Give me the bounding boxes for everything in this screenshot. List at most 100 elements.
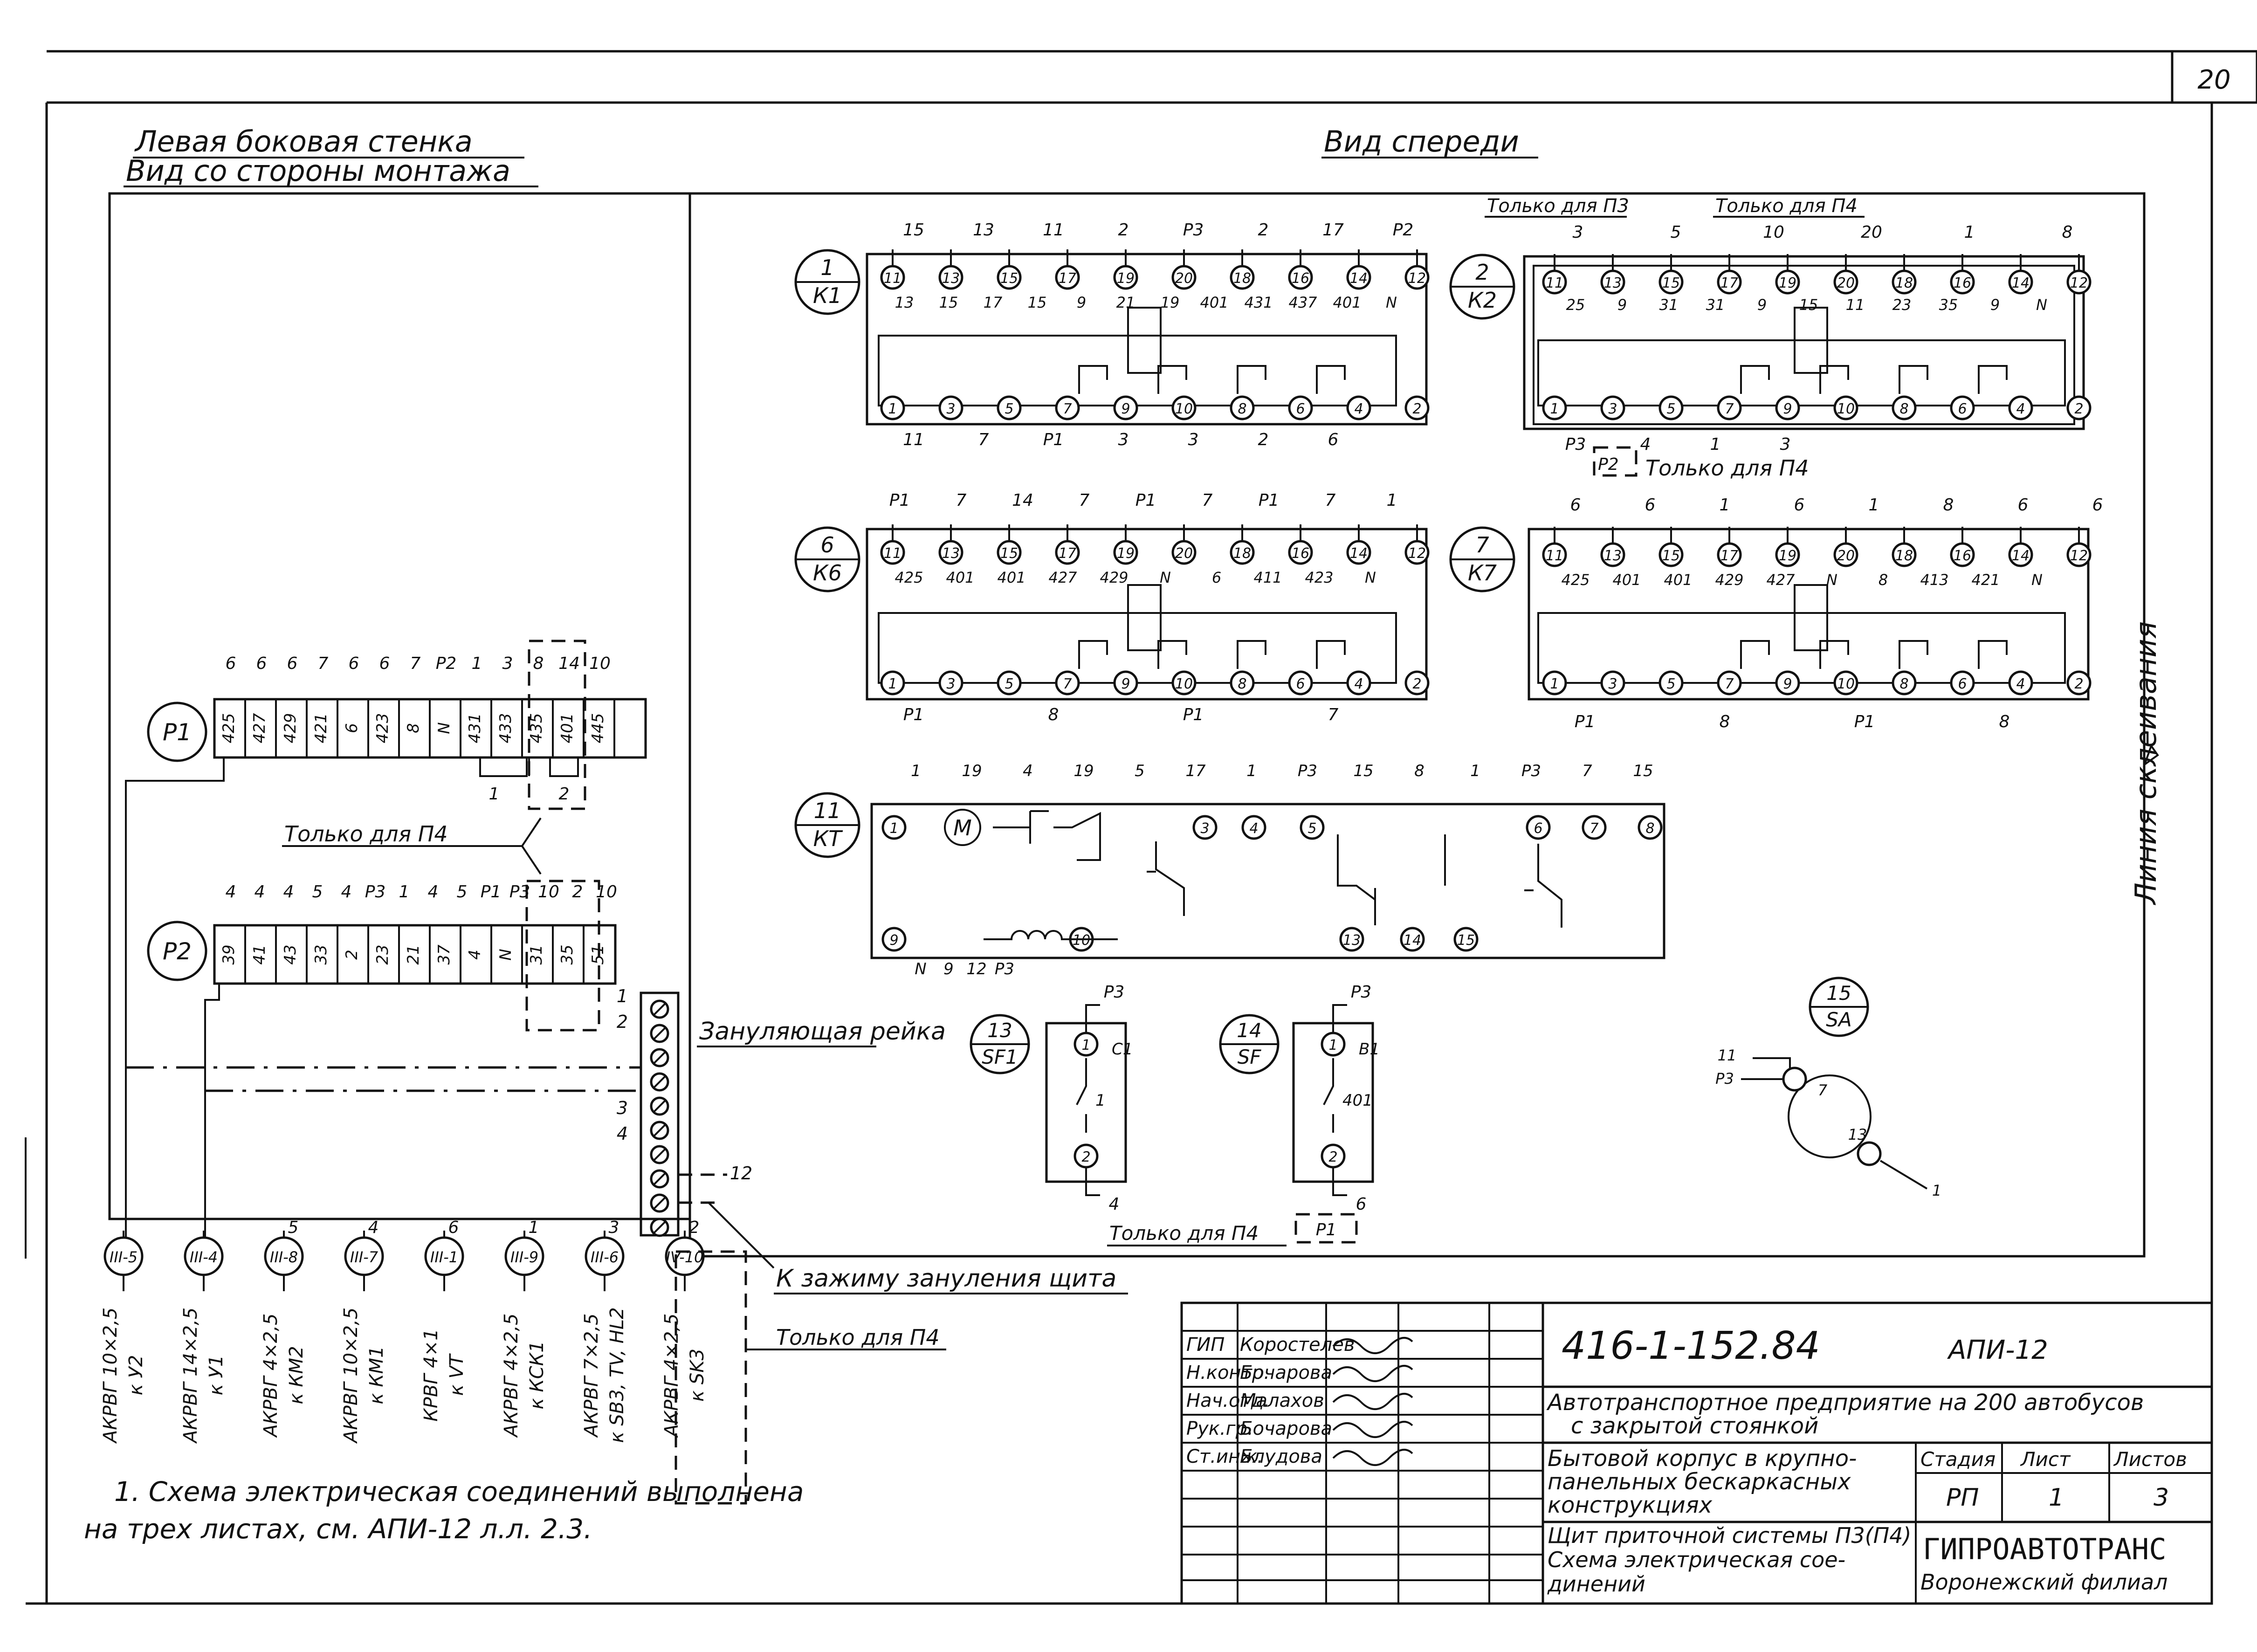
- organization-branch: Воронежский филиал: [1920, 1569, 2168, 1595]
- wire-label: 401: [1200, 294, 1228, 311]
- relay-terminal-bottom: [1892, 395, 1917, 420]
- relay-k1-body: [866, 253, 1428, 426]
- relay-terminal-bottom-label: 9: [1783, 676, 1792, 692]
- kt-terminal-label: 14: [1404, 932, 1421, 949]
- wire-label: 7: [956, 491, 967, 510]
- kt-terminal-label: 1: [889, 820, 898, 837]
- relay-terminal-top-label: 19: [1779, 275, 1796, 291]
- signature: [1332, 1449, 1413, 1466]
- relay-terminal-bottom: [1404, 670, 1430, 695]
- staff-role: Н.контр.: [1186, 1362, 1270, 1384]
- wire-label: 1: [1710, 435, 1721, 454]
- relay-terminal-bottom: [1171, 670, 1197, 695]
- front-view-heading: Вид спереди: [1324, 124, 1519, 158]
- strip-p1-cell: 431: [466, 713, 484, 743]
- relay-terminal-top-label: 20: [1175, 545, 1193, 562]
- strip-p2-dashed-box: [525, 880, 600, 1032]
- relay-k6-coil: [1127, 584, 1162, 651]
- wire-label: 25: [1566, 296, 1585, 314]
- relay-terminal-bottom-label: 5: [1005, 676, 1013, 692]
- kt-wire-label: Р3: [1521, 762, 1541, 780]
- wire-label: 8: [1999, 712, 2010, 731]
- staff-name: Коростелев: [1240, 1334, 1355, 1356]
- strip-p1-wire-number: 6: [226, 654, 236, 673]
- kt-wire-label: N: [915, 960, 926, 978]
- wire-label: Р1: [1575, 712, 1596, 731]
- cable-terminal-label: III-1: [430, 1248, 458, 1266]
- relay-terminal-bottom-label: 3: [1608, 676, 1617, 692]
- wire-label: Р3: [1565, 435, 1586, 454]
- relay-terminal-top-label: 16: [1954, 548, 1971, 564]
- kt-wire-label: 19: [1073, 762, 1094, 780]
- breaker-wire-label: Р3: [1104, 983, 1125, 1002]
- cable-spec: АКРВГ 4×2,5: [661, 1314, 682, 1439]
- note-line-1: 1. Схема электрическая соединений выполн…: [114, 1476, 804, 1507]
- sa-leads: [1741, 1057, 1928, 1190]
- wire-label: 413: [1920, 571, 1948, 589]
- relay-k2-coil: [1794, 307, 1828, 374]
- relay-terminal-bottom-label: 7: [1725, 676, 1734, 692]
- relay-terminal-top-label: 18: [1233, 545, 1251, 562]
- building-line-2: панельных бескаркасных: [1548, 1469, 1851, 1495]
- wire-label: N: [2031, 571, 2043, 589]
- relay-terminal-top-label: 16: [1954, 275, 1971, 291]
- relay-terminals: 1111331551771992010188166144122111133155…: [880, 249, 2092, 695]
- strip-p2-cell: 4: [466, 950, 484, 960]
- relay-terminal-top-label: 14: [2012, 275, 2030, 291]
- wire-label: 429: [1100, 569, 1128, 586]
- breaker-terminal-label: 1: [1081, 1037, 1090, 1053]
- relay-terminal-bottom-label: 1: [1550, 676, 1559, 692]
- kt-terminal: [1638, 815, 1663, 840]
- kt-wire-label: Р3: [995, 960, 1014, 978]
- wire-label: Р2: [1393, 220, 1414, 240]
- wire-label: 423: [1305, 569, 1333, 586]
- relay-terminal-top-label: 17: [1720, 275, 1738, 291]
- relay-terminal-bottom-label: 2: [1412, 401, 1421, 417]
- relay-terminal-bottom: [1717, 670, 1742, 695]
- wire-label: 9: [1077, 294, 1086, 311]
- relay-terminal-bottom-label: 3: [946, 401, 955, 417]
- relay-terminal-bottom: [1230, 395, 1255, 420]
- strip-p2-cell: 39: [220, 944, 238, 964]
- relay-terminal-bottom-label: 9: [1783, 401, 1792, 417]
- relay-terminal-top-label: 12: [2070, 275, 2088, 291]
- terminal-screw: [653, 1002, 667, 1016]
- cable-destination: к У1: [206, 1355, 227, 1396]
- wire-label: 3: [1118, 430, 1129, 449]
- motor-label: M: [953, 815, 972, 840]
- strip-p2-wire-number: Р3: [365, 882, 386, 902]
- strip-p2-wire-number: 4: [341, 882, 352, 902]
- wire-label: Р1: [1135, 491, 1156, 510]
- relay-terminal-top-label: 15: [1662, 275, 1680, 291]
- only-p4-label-cable: Только для П4: [776, 1325, 940, 1350]
- breaker-sf-code: SF: [1238, 1046, 1262, 1068]
- relay-terminal-bottom: [1833, 395, 1858, 420]
- stage-label: Стадия: [1920, 1448, 1996, 1471]
- strip-p1-cell: 445: [589, 713, 607, 743]
- relay-kt-num: 11: [814, 798, 841, 823]
- wire-label: 21: [1116, 294, 1135, 311]
- iv10-dashed-box: [674, 1250, 747, 1505]
- relay-contact: [1819, 640, 1849, 669]
- wire-label: 14: [1012, 491, 1033, 510]
- signature: [1332, 1337, 1413, 1354]
- strip-p2-wire-number: 4: [226, 882, 236, 902]
- cable-spec: АКРВГ 4×2,5: [260, 1314, 282, 1439]
- stage-value: РП: [1946, 1484, 1979, 1512]
- relay-terminal-bottom: [1658, 395, 1684, 420]
- wire-label: 13: [895, 294, 914, 311]
- strip-p1-wire-number: 1: [472, 654, 482, 673]
- wire-label: 15: [1028, 294, 1047, 311]
- drawing-line-3: динений: [1547, 1571, 1645, 1597]
- relay-terminal-top-label: 18: [1895, 275, 1913, 291]
- relay-terminal-bottom-label: 4: [2016, 401, 2025, 417]
- signature: [1332, 1393, 1413, 1410]
- strip-p1-wire-number: 7: [410, 654, 421, 673]
- relay-terminal-bottom: [1346, 395, 1371, 420]
- strip-p2-badge: [147, 921, 207, 981]
- kt-terminal: [881, 927, 907, 952]
- relay-terminal-bottom: [1775, 395, 1800, 420]
- relay-terminal-top-label: 15: [1000, 270, 1018, 287]
- wire-label: 2: [1258, 430, 1269, 449]
